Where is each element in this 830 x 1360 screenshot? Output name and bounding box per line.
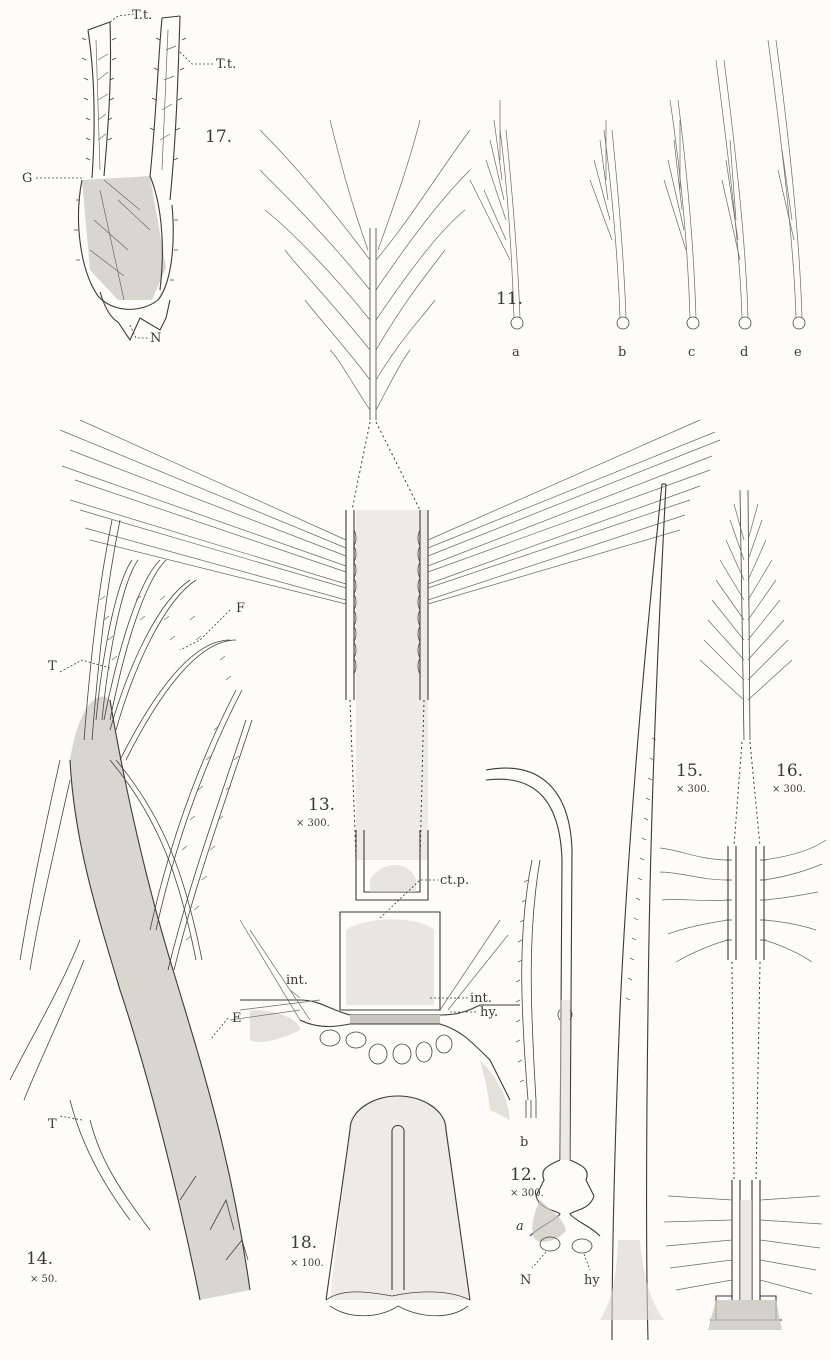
figure-18: 18. × 100.: [290, 1096, 470, 1316]
fig13-label-hy: hy.: [480, 1005, 498, 1020]
fig12-label-b: b: [520, 1135, 528, 1150]
fig11-sublabel-b: b: [618, 345, 626, 360]
fig11-sublabel-a: a: [512, 345, 520, 360]
fig13-label-ctp: ct.p.: [440, 873, 469, 888]
fig17-number: 17.: [205, 127, 232, 147]
fig12-magnification: × 300.: [510, 1188, 544, 1199]
fig15-magnification: × 300.: [676, 784, 710, 795]
fig12-label-hy: hy: [584, 1273, 600, 1288]
fig13-label-int-left: int.: [286, 973, 308, 988]
figure-14: T F T E 14. × 50.: [10, 520, 252, 1300]
fig11-sublabel-d: d: [740, 345, 748, 360]
figure-11: 11. a b c d e: [470, 40, 805, 360]
fig16-magnification: × 300.: [772, 784, 806, 795]
fig18-number: 18.: [290, 1233, 317, 1253]
fig14-label-T-bottom: T: [48, 1117, 57, 1132]
fig13-magnification: × 300.: [296, 818, 330, 829]
fig11-number: 11.: [496, 289, 523, 309]
fig18-magnification: × 100.: [290, 1258, 324, 1269]
fig15-number: 15.: [676, 761, 703, 781]
fig14-label-E: E: [232, 1011, 242, 1026]
fig13-number: 13.: [308, 795, 335, 815]
fig11-sublabel-e: e: [794, 345, 802, 360]
fig14-magnification: × 50.: [30, 1274, 57, 1285]
fig14-label-F: F: [236, 601, 245, 616]
figure-12: b a N hy 12. × 300.: [486, 768, 600, 1288]
figure-16: 16. × 300.: [660, 490, 826, 1330]
fig16-number: 16.: [776, 761, 803, 781]
fig12-label-N: N: [520, 1273, 531, 1288]
figure-15: 15. × 300.: [600, 484, 710, 1340]
fig17-label-Tt-left: T.t.: [132, 8, 152, 23]
fig11-sublabel-c: c: [688, 345, 695, 360]
fig14-label-T-top: T: [48, 659, 57, 674]
fig17-label-G: G: [22, 171, 32, 186]
figure-17: T.t. T.t. G N 17.: [22, 8, 236, 346]
fig12-label-a: a: [516, 1219, 524, 1234]
fig14-number: 14.: [26, 1249, 53, 1269]
fig17-label-Tt-right: T.t.: [216, 57, 236, 72]
fig12-number: 12.: [510, 1165, 537, 1185]
fig13-label-int-right: int.: [470, 991, 492, 1006]
fig17-label-N: N: [150, 331, 161, 346]
